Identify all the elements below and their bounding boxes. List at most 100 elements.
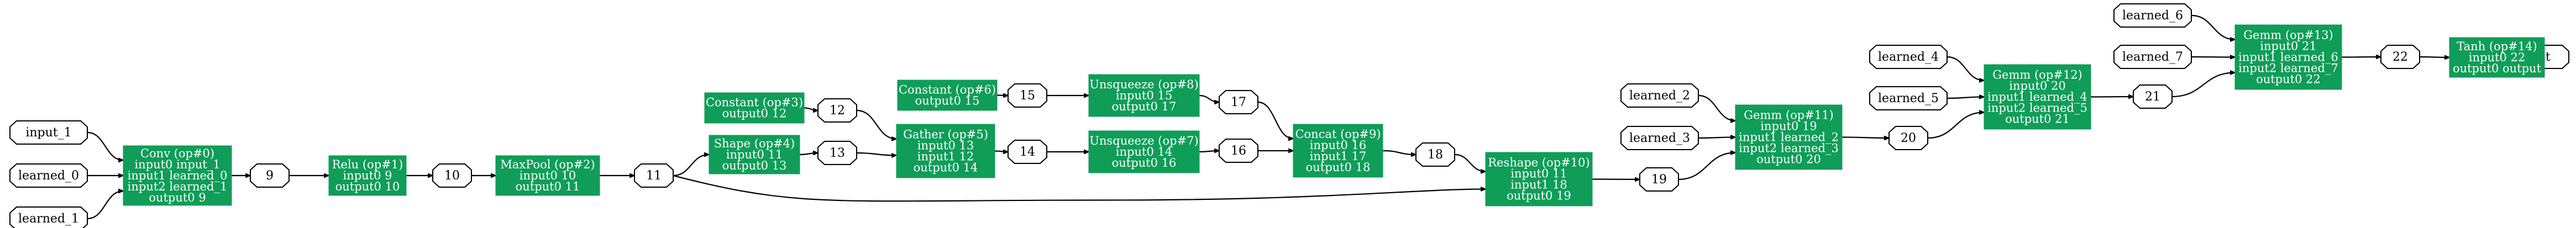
value-node-label: 14 — [1020, 145, 1035, 159]
value-node-learned-1: learned_1 — [9, 206, 88, 228]
value-node-label: 17 — [1231, 96, 1246, 109]
op-node-box — [1485, 152, 1593, 206]
op-node-box — [328, 155, 407, 196]
op-node-io-line: input0 16 — [1310, 139, 1366, 152]
value-node-label: 19 — [1651, 173, 1667, 187]
value-node-outline — [9, 163, 88, 188]
value-node-v10: 10 — [432, 163, 472, 188]
op-node-box — [1293, 124, 1383, 178]
value-node-label: 20 — [1901, 131, 1916, 145]
value-node-outline — [1869, 86, 1948, 110]
op-node-box — [897, 79, 998, 111]
edge-learned2-to-gemm11 — [1698, 94, 1735, 121]
edge-learned6-to-gemm13 — [2191, 14, 2235, 40]
op-node-io-line: output0 12 — [722, 107, 787, 120]
op-node-io-line: output0 10 — [335, 180, 400, 193]
op-node-io-line: input0 21 — [2260, 40, 2316, 53]
value-node-v14: 14 — [1008, 140, 1047, 164]
op-node-io-line: input0 10 — [520, 169, 576, 182]
edge-gemm11-to-20 — [1842, 137, 1889, 139]
op-node-box — [704, 92, 805, 124]
value-node-outline — [9, 120, 88, 145]
op-node-io-line: input1 learned_0 — [128, 169, 228, 182]
value-node-outline — [817, 98, 857, 123]
edge-11-to-reshape — [673, 174, 1486, 202]
op-node-io-line: output0 14 — [914, 161, 978, 174]
op-node-io-line: input2 learned_7 — [2238, 62, 2338, 75]
value-node-label: 9 — [266, 169, 274, 183]
value-node-input-1: input_1 — [9, 120, 88, 145]
op-node-io-line: output0 13 — [722, 159, 787, 172]
op-node-io-line: input0 11 — [1510, 167, 1567, 181]
value-node-v13: 13 — [817, 141, 857, 165]
value-node-outline — [432, 163, 472, 188]
value-node-label: 22 — [2393, 50, 2408, 64]
op-node-io-line: output0 21 — [2005, 113, 2070, 126]
op-node-title: Unsqueeze (op#8) — [1089, 78, 1198, 91]
value-node-outline — [634, 163, 674, 188]
edge-13-to-gather — [856, 152, 896, 156]
edge-learned4-to-gemm12 — [1947, 56, 1984, 81]
value-node-outline — [1008, 140, 1047, 164]
edge-unsqueeze8-to-17 — [1199, 94, 1219, 102]
value-node-label: 13 — [830, 146, 845, 160]
edge-20-to-gemm12 — [1927, 113, 1984, 139]
value-node-outline — [1008, 83, 1047, 108]
value-node-v18: 18 — [1415, 142, 1455, 167]
edge-11-to-shape — [673, 155, 709, 177]
value-node-v16: 16 — [1219, 139, 1258, 163]
op-node-io-line: input1 12 — [917, 150, 974, 163]
value-node-v22: 22 — [2380, 45, 2420, 69]
value-node-label: 21 — [2145, 90, 2160, 104]
edge-shape-to-13 — [799, 153, 818, 156]
op-node-io-line: input2 learned_1 — [128, 180, 228, 193]
op-node-box — [2234, 24, 2342, 90]
edge-21-to-gemm13 — [2171, 73, 2235, 98]
op-node-box — [2449, 37, 2545, 78]
value-node-learned-3: learned_3 — [1620, 126, 1699, 150]
value-node-label: 11 — [646, 169, 662, 183]
value-node-learned-4: learned_4 — [1869, 45, 1948, 69]
value-node-v20: 20 — [1888, 126, 1928, 150]
value-node-label: learned_5 — [1878, 92, 1939, 105]
value-node-outline — [2380, 45, 2420, 69]
value-node-label: learned_1 — [18, 212, 79, 226]
op-node-io-line: input1 learned_2 — [1739, 131, 1839, 144]
edge-reshape-to-19 — [1592, 179, 1640, 180]
op-node-io-line: input0 22 — [2469, 51, 2525, 64]
op-node-io-line: output0 9 — [149, 191, 206, 204]
value-node-outline — [2113, 45, 2192, 69]
op-node-box — [495, 155, 600, 196]
op-node-io-line: input0 15 — [1116, 89, 1172, 102]
edge-17-to-concat — [1257, 101, 1293, 139]
op-node-title: Gather (op#5) — [903, 128, 988, 141]
value-node-label: learned_6 — [2122, 9, 2183, 23]
op-node-title: Shape (op#4) — [714, 137, 795, 150]
edge-learned5-to-gemm12 — [1947, 97, 1984, 99]
op-node-box — [1984, 64, 2091, 130]
op-node-io-line: input0 14 — [1116, 145, 1172, 158]
op-node-title: Gemm (op#12) — [1992, 68, 2082, 82]
value-node-label: 18 — [1428, 148, 1443, 162]
op-node-io-line: output0 19 — [1507, 189, 1571, 203]
edge-constant3-to-12 — [804, 107, 818, 111]
value-node-label: learned_4 — [1878, 50, 1939, 64]
op-node-io-line: input0 9 — [343, 169, 392, 182]
value-node-outline — [817, 141, 857, 165]
op-node-io-line: input2 learned_3 — [1739, 142, 1839, 155]
value-node-learned-6: learned_6 — [2113, 3, 2192, 28]
value-node-learned-7: learned_7 — [2113, 45, 2192, 69]
op-node-box — [896, 124, 995, 178]
op-node-io-line: input0 20 — [2009, 79, 2065, 93]
value-node-v15: 15 — [1008, 83, 1047, 108]
value-node-outline — [2133, 84, 2173, 109]
value-node-outline — [1620, 126, 1699, 150]
edge-18-to-reshape — [1454, 153, 1486, 172]
op-node-io-line: input0 11 — [726, 148, 783, 161]
